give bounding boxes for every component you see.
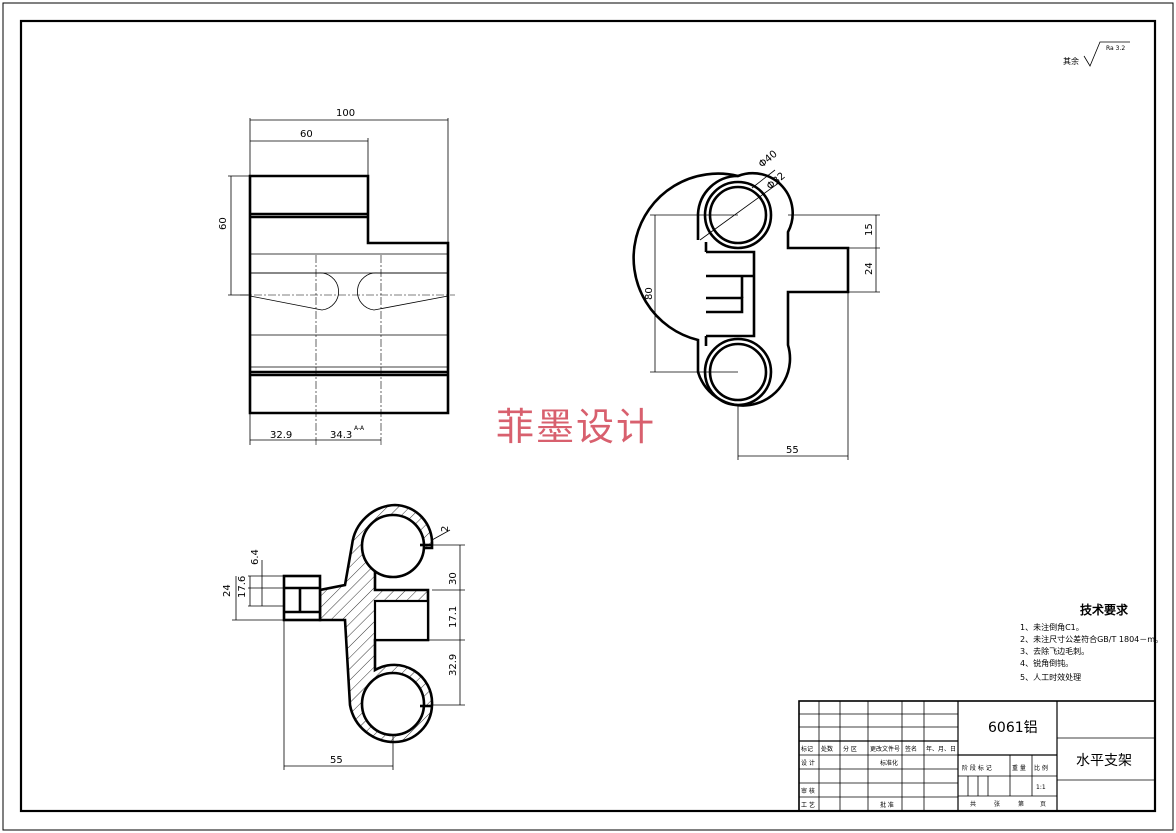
dim-60-left: 60 <box>218 217 229 230</box>
tb-sheet-total: 共 <box>970 800 976 808</box>
surface-roughness-symbol: 其余 Ra 3.2 <box>1063 41 1130 67</box>
tb-process: 工 艺 <box>801 801 815 809</box>
dim-phi40: Φ40 <box>757 149 780 171</box>
inner-border <box>19 19 1157 813</box>
section-view: 30 17.1 32.9 2 6.4 17.6 24 55 <box>222 503 465 770</box>
tech-req-item-4: 4、锐角倒钝。 <box>1020 658 1073 668</box>
tb-header-sign: 签名 <box>905 745 917 753</box>
tb-sheet-unit: 张 <box>994 800 1000 808</box>
tb-header-zone: 分 区 <box>843 745 857 753</box>
roughness-note: 其余 <box>1063 56 1079 66</box>
dim-55-side: 55 <box>786 445 799 456</box>
tech-req-title: 技术要求 <box>1080 602 1129 617</box>
material: 6061铝 <box>988 720 1038 736</box>
tb-sheet-no: 第 <box>1018 800 1024 808</box>
tb-design: 设 计 <box>801 759 815 767</box>
technical-requirements: 技术要求 1、未注倒角C1。 2、未注尺寸公差符合GB/T 1804－m。 3、… <box>1020 602 1163 682</box>
tb-approve: 批 准 <box>880 801 894 809</box>
tb-scale: 1:1 <box>1036 784 1046 791</box>
dim-17-6: 17.6 <box>237 576 248 598</box>
dim-17-1: 17.1 <box>448 606 459 628</box>
tech-req-item-3: 3、去除飞边毛刺。 <box>1020 646 1089 656</box>
dim-60-top: 60 <box>300 129 313 140</box>
dim-34-3: 34.3 <box>330 430 352 441</box>
dim-30: 30 <box>448 572 459 585</box>
tb-weight: 重 量 <box>1012 764 1026 772</box>
dim-6-4: 6.4 <box>250 549 261 565</box>
part-name: 水平支架 <box>1076 753 1132 769</box>
tb-header-count: 处数 <box>821 745 833 753</box>
watermark: 菲墨设计 <box>496 405 656 449</box>
tb-stage: 阶 段 标 记 <box>962 764 992 772</box>
side-view: Φ40 Φ32 80 15 24 55 <box>632 149 880 460</box>
tb-header-date: 年、月、日 <box>926 745 956 753</box>
tech-req-item-5: 5、人工时效处理 <box>1020 672 1081 682</box>
dim-32-9: 32.9 <box>270 430 292 441</box>
dim-15: 15 <box>864 223 875 236</box>
tech-req-item-2: 2、未注尺寸公差符合GB/T 1804－m。 <box>1020 634 1163 644</box>
tb-header-mark: 标记 <box>801 745 813 753</box>
roughness-value: Ra 3.2 <box>1106 45 1125 52</box>
dim-32-9-section: 32.9 <box>448 654 459 676</box>
dim-100: 100 <box>336 108 355 119</box>
title-block: 标记 处数 分 区 更改文件号 签名 年、月、日 设 计 标准化 审 核 工 艺… <box>798 700 1156 812</box>
front-view: 100 60 60 32.9 34.3 A-A <box>218 108 455 445</box>
tb-std: 标准化 <box>880 759 898 767</box>
tb-review: 审 核 <box>801 787 815 795</box>
dim-2: 2 <box>440 526 451 532</box>
tb-header-docno: 更改文件号 <box>870 745 900 753</box>
tech-req-item-1: 1、未注倒角C1。 <box>1020 622 1084 632</box>
dim-55-section: 55 <box>330 755 343 766</box>
dim-24-section: 24 <box>222 584 233 597</box>
dim-24: 24 <box>864 262 875 275</box>
dim-80: 80 <box>644 287 655 300</box>
tb-scale-label: 比 例 <box>1034 764 1048 772</box>
tb-sheet-page: 页 <box>1040 801 1046 808</box>
section-note: A-A <box>354 425 365 432</box>
